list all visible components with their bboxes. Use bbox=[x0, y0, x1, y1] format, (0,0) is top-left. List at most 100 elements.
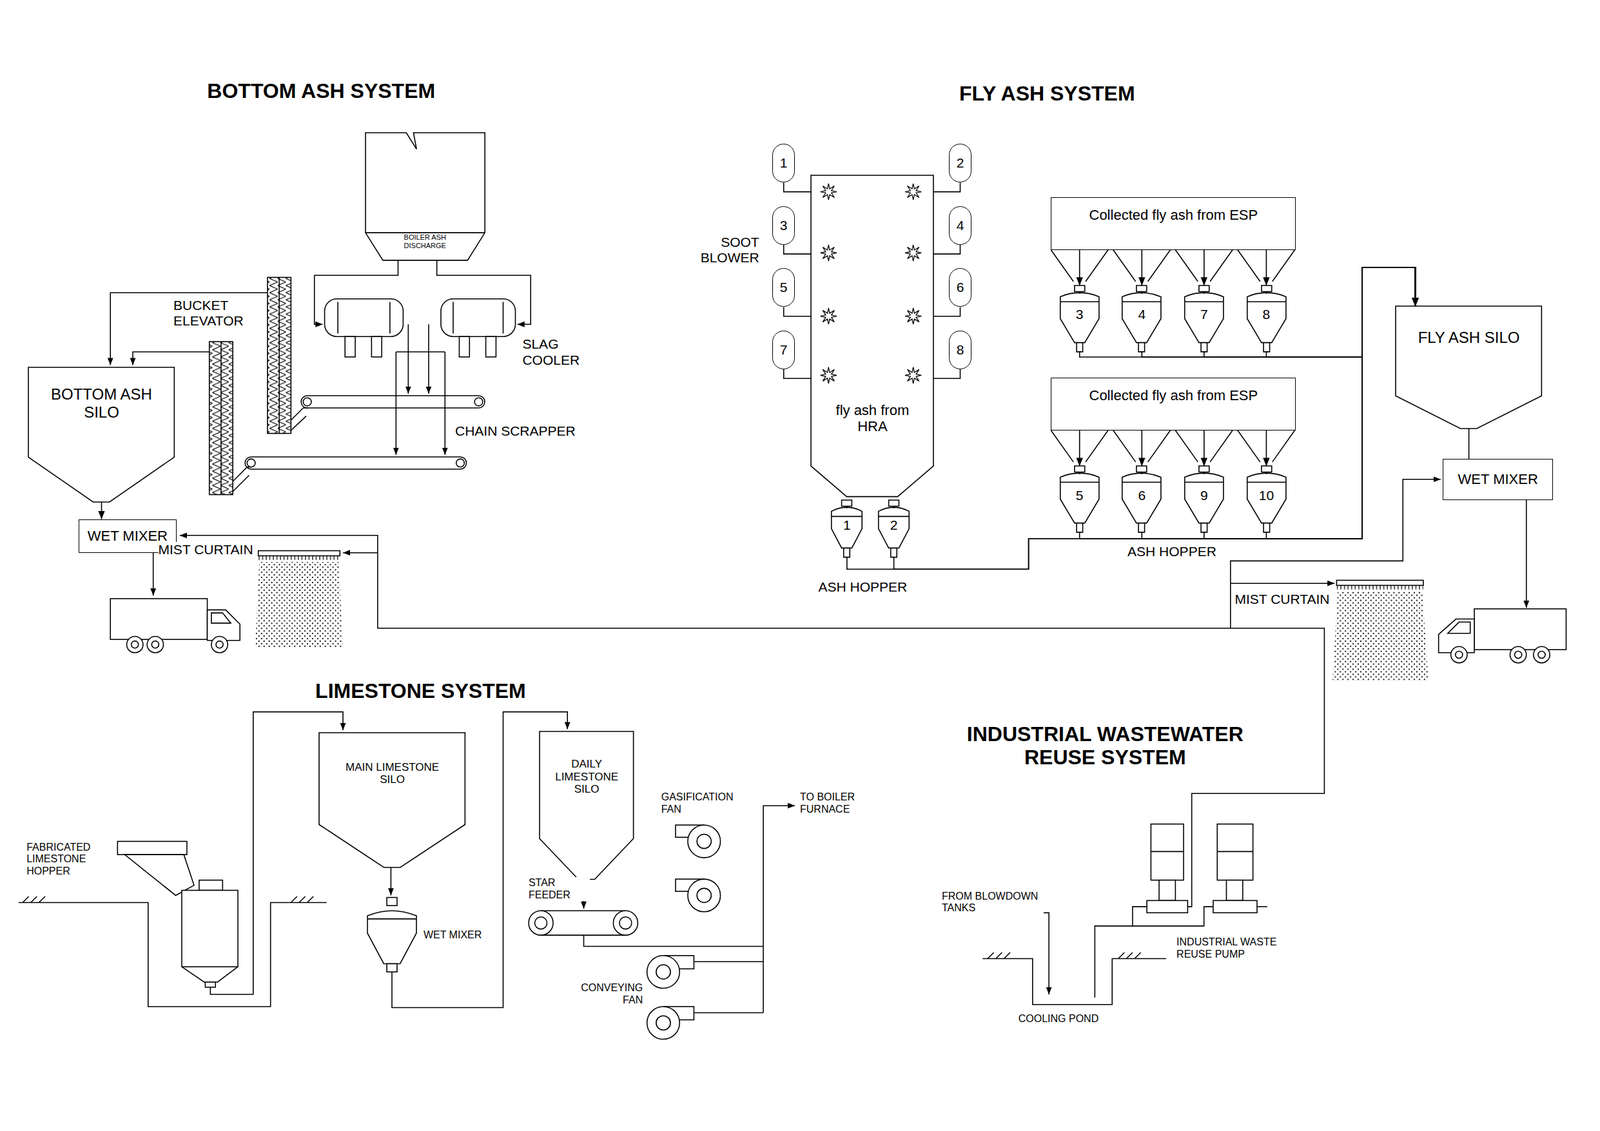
bottom-ash-equipment bbox=[486, 336, 497, 358]
bottom-ash-equipment bbox=[453, 301, 504, 334]
bottom-ash-equipment bbox=[179, 535, 1231, 629]
fly-ash-equipment bbox=[1451, 646, 1468, 663]
wastewater-equipment bbox=[1159, 880, 1176, 902]
bottom-ash-equipment bbox=[302, 397, 312, 407]
limestone-equipment bbox=[647, 956, 681, 989]
limestone-equipment bbox=[199, 880, 223, 891]
wastewater-equipment bbox=[1146, 900, 1188, 913]
ash-hopper-outline bbox=[1060, 285, 1100, 352]
limestone-equipment bbox=[656, 1015, 671, 1031]
bottom-ash-equipment bbox=[395, 351, 445, 353]
section-title: LIMESTONE SYSTEM bbox=[315, 679, 527, 704]
bottom-ash-equipment bbox=[131, 641, 139, 649]
node-text: 7 bbox=[1200, 306, 1209, 323]
connector bbox=[1468, 428, 1470, 460]
bottom-ash-equipment bbox=[324, 299, 404, 338]
limestone-equipment bbox=[204, 982, 216, 988]
heat-recovery-area-outline bbox=[810, 175, 934, 498]
limestone-equipment bbox=[124, 854, 195, 896]
limestone-equipment bbox=[763, 805, 795, 1013]
connector bbox=[783, 244, 812, 254]
ash-hopper: 9 bbox=[1181, 466, 1227, 533]
limestone-equipment bbox=[535, 917, 548, 930]
part-label: SOOT BLOWER bbox=[693, 234, 759, 266]
ash-hopper: 10 bbox=[1244, 466, 1290, 533]
connector bbox=[783, 306, 812, 316]
fly-ash-equipment bbox=[905, 183, 922, 200]
silo-outline bbox=[28, 367, 175, 503]
limestone-equipment bbox=[18, 712, 795, 1040]
fly-ash-equipment bbox=[1230, 582, 1335, 585]
fly-ash-equipment bbox=[820, 308, 837, 325]
limestone-equipment bbox=[117, 841, 187, 856]
fly-ash-equipment bbox=[1336, 585, 1424, 590]
soot-blower: 1 bbox=[772, 143, 795, 183]
fly-ash-equipment bbox=[1332, 591, 1429, 682]
wastewater-equipment bbox=[1217, 851, 1253, 853]
fly-ash-equipment bbox=[1509, 646, 1526, 663]
part-label: BUCKET ELEVATOR bbox=[173, 297, 256, 329]
silo: DAILY LIMESTONE SILO bbox=[539, 731, 634, 880]
connector bbox=[783, 369, 812, 379]
bottom-ash-equipment bbox=[207, 609, 241, 641]
heat-recovery-area-outline bbox=[810, 175, 934, 498]
connector bbox=[1079, 430, 1081, 467]
node-text: 2 bbox=[890, 517, 898, 534]
ash-hopper: 1 bbox=[828, 500, 866, 558]
bottom-ash-equipment bbox=[474, 397, 483, 407]
bottom-ash-equipment bbox=[246, 458, 256, 468]
fly-ash-equipment bbox=[1525, 499, 1528, 608]
limestone-equipment bbox=[386, 897, 398, 907]
ash-hopper-outline bbox=[1060, 466, 1100, 533]
node-text: 4 bbox=[1137, 306, 1146, 323]
limestone-equipment bbox=[613, 910, 638, 936]
bottom-ash-equipment bbox=[278, 277, 280, 434]
limestone-equipment bbox=[647, 1006, 681, 1040]
bottom-ash-equipment bbox=[456, 458, 465, 468]
bottom-ash-equipment bbox=[215, 641, 224, 649]
node-text: 8 bbox=[1262, 306, 1271, 323]
connector bbox=[1266, 250, 1268, 286]
limestone-equipment bbox=[696, 834, 712, 849]
bottom-ash-equipment bbox=[301, 395, 485, 409]
connector bbox=[101, 502, 103, 520]
limestone-equipment bbox=[22, 896, 314, 903]
wastewater-equipment bbox=[1217, 824, 1253, 881]
node-text: 2 bbox=[956, 155, 965, 171]
fly-ash-equipment bbox=[820, 183, 837, 200]
node-text: 9 bbox=[1200, 487, 1209, 504]
connector bbox=[1141, 250, 1143, 286]
bottom-ash-equipment bbox=[440, 299, 516, 338]
connector bbox=[1079, 250, 1081, 286]
bottom-ash-equipment bbox=[232, 467, 251, 492]
fly-ash-equipment bbox=[1230, 479, 1441, 629]
wastewater-equipment bbox=[982, 959, 1167, 1005]
connector bbox=[1079, 267, 1416, 539]
section-title: BOTTOM ASH SYSTEM bbox=[206, 79, 436, 104]
wastewater-equipment bbox=[1150, 824, 1184, 881]
esp-collector: Collected fly ash from ESP bbox=[1050, 377, 1296, 431]
silo-outline bbox=[539, 731, 634, 880]
connector bbox=[1204, 267, 1416, 358]
ash-hopper-outline bbox=[1122, 466, 1161, 533]
node-text: 3 bbox=[780, 217, 788, 234]
node-text: BOTTOM ASH SILO bbox=[50, 385, 153, 421]
fly-ash-equipment bbox=[1447, 622, 1471, 634]
connector bbox=[933, 244, 960, 254]
soot-blower: 7 bbox=[772, 330, 795, 370]
soot-blower: 6 bbox=[948, 268, 972, 307]
ash-hopper: 2 bbox=[875, 500, 913, 558]
node-text: 5 bbox=[1075, 487, 1084, 504]
soot-blower: 4 bbox=[948, 206, 972, 245]
silo-outline bbox=[319, 732, 465, 868]
bottom-ash-equipment bbox=[132, 351, 210, 366]
connector bbox=[894, 267, 1416, 570]
part-label: CHAIN SCRAPPER bbox=[455, 423, 576, 440]
part-label: WET MIXER bbox=[423, 929, 482, 942]
wastewater-equipment bbox=[987, 952, 1141, 959]
silo: FLY ASH SILO bbox=[1395, 306, 1542, 429]
ash-hopper: 7 bbox=[1181, 285, 1227, 352]
bottom-ash-equipment bbox=[146, 636, 164, 653]
